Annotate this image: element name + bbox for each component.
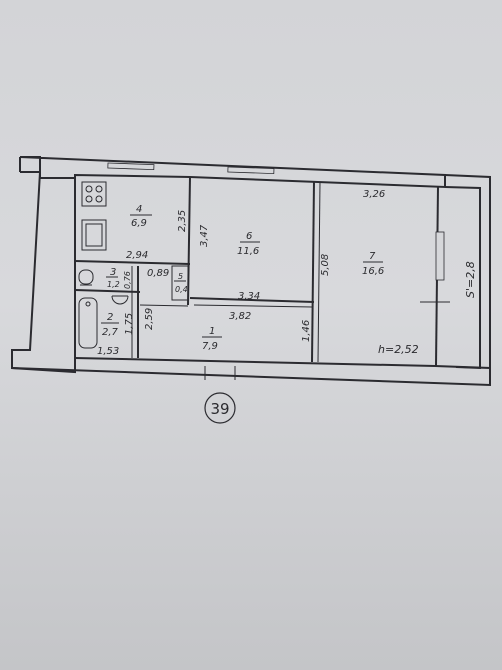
- ceiling-height-note: h=2,52: [378, 343, 419, 356]
- room-2-number: 2: [107, 312, 113, 323]
- dim-bath-passage: 2,59: [144, 308, 155, 330]
- dim-corridor-depth: 1,46: [301, 320, 312, 342]
- kitchen-sink-icon: [81, 219, 107, 251]
- dim-room7-depth: 5,08: [320, 254, 331, 276]
- room-5-number: 5: [178, 272, 183, 281]
- balcony-window: [420, 231, 450, 303]
- balcony-area-label: S'=2,8: [464, 261, 477, 298]
- room-1-number: 1: [209, 326, 215, 337]
- room-3-number: 3: [110, 267, 116, 278]
- wash-basin-icon: [111, 295, 129, 305]
- dim-bath-width: 1,53: [97, 346, 119, 357]
- dim-kitchen-width: 2,94: [126, 250, 148, 261]
- room-6-number: 6: [246, 231, 252, 242]
- top-windows: [107, 162, 275, 175]
- dim-wc-depth: 0,76: [123, 271, 132, 289]
- interior-walls: [74, 176, 439, 367]
- apartment-number: 39: [210, 400, 229, 418]
- toilet-icon: [78, 269, 94, 286]
- dim-room6-width: 3,34: [238, 291, 260, 302]
- dim-corridor-width: 3,82: [229, 311, 251, 322]
- outer-walls: [11, 156, 491, 387]
- room-7-area: 16,6: [362, 266, 384, 277]
- room-7-number: 7: [369, 251, 376, 262]
- room-5-area: 0,4: [175, 285, 188, 294]
- apartment-number-circle: [204, 392, 236, 424]
- room-6-area: 11,6: [237, 246, 259, 257]
- room-2-area: 2,7: [102, 327, 119, 338]
- room-4-area: 6,9: [131, 218, 147, 229]
- dim-room7-width: 3,26: [363, 189, 385, 200]
- bathtub-icon: [78, 297, 98, 349]
- room-3-area: 1,2: [107, 280, 120, 289]
- dim-bath-depth: 1,75: [124, 313, 135, 335]
- stove-icon: [81, 181, 107, 207]
- room-1-area: 7,9: [202, 341, 218, 352]
- room-4-number: 4: [136, 204, 142, 215]
- dim-corridor-narrow: 0,89: [147, 268, 169, 279]
- dim-kitchen-depth: 2,35: [177, 210, 188, 232]
- dim-room6-depth: 3,47: [199, 224, 210, 247]
